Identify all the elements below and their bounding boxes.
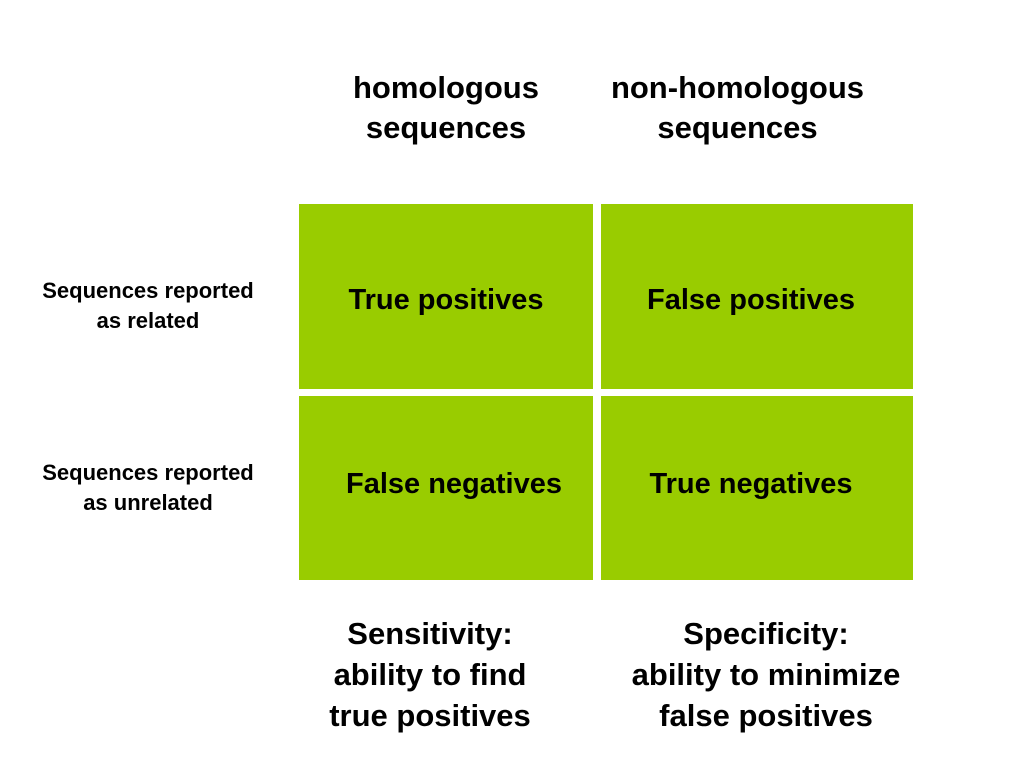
specificity-definition: Specificity: ability to minimize false p… — [600, 613, 932, 736]
footer-line: false positives — [659, 698, 873, 733]
row-header-line: as related — [96, 308, 200, 333]
row-header-line: Sequences reported — [42, 460, 254, 485]
row-header-line: Sequences reported — [42, 278, 254, 303]
row-header-reported-unrelated: Sequences reported as unrelated — [12, 458, 284, 518]
footer-line: Sensitivity: — [347, 616, 513, 651]
row-header-reported-related: Sequences reported as related — [12, 276, 284, 336]
column-header-non-homologous: non-homologous sequences — [565, 68, 910, 148]
cell-true-positives: True positives — [299, 204, 593, 389]
cell-false-negatives: False negatives — [299, 396, 593, 580]
footer-line: Specificity: — [683, 616, 849, 651]
column-header-homologous: homologous sequences — [300, 68, 592, 148]
cell-true-negatives: True negatives — [601, 396, 913, 580]
row-header-line: as unrelated — [83, 490, 213, 515]
cell-label: True positives — [348, 284, 544, 316]
cell-label: True negatives — [649, 467, 853, 500]
footer-line: ability to minimize — [631, 657, 901, 692]
cell-false-positives: False positives — [601, 204, 913, 389]
column-header-line: non-homologous — [610, 70, 865, 105]
cell-label: False positives — [647, 284, 855, 316]
footer-line: ability to find — [333, 657, 527, 692]
footer-line: true positives — [329, 698, 531, 733]
cell-label: False negatives — [346, 467, 562, 500]
column-header-line: homologous — [353, 70, 539, 105]
column-header-line: sequences — [365, 110, 527, 145]
column-header-line: sequences — [657, 110, 818, 145]
sensitivity-definition: Sensitivity: ability to find true positi… — [280, 613, 580, 736]
